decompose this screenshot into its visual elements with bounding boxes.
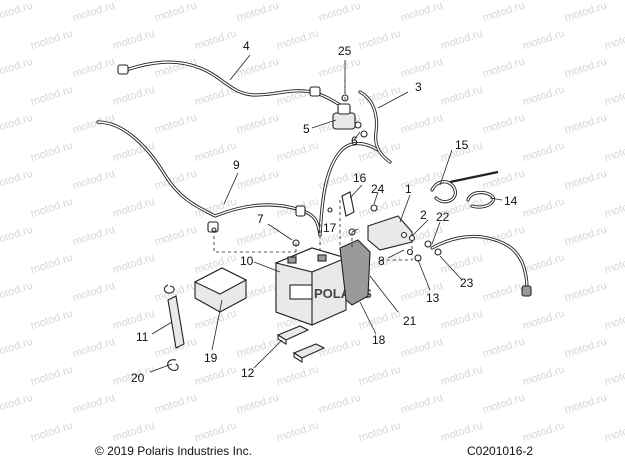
figure-code: C0201016-2 [467,444,534,458]
callout-25: 25 [338,44,352,58]
hold-down-strap [163,284,185,349]
callout-21: 21 [403,314,417,328]
harness-connector [117,64,129,75]
callout-14: 14 [504,194,518,208]
leader-lines [149,54,503,373]
ground-cable [424,234,532,297]
callout-1: 1 [405,182,412,196]
callout-2: 2 [420,208,427,222]
callout-17: 17 [323,221,337,235]
battery-cable [358,90,392,164]
wire-harness-main [96,120,380,237]
callout-19: 19 [204,351,218,365]
harness-connector [295,205,306,217]
callout-20: 20 [131,371,145,385]
wire-tie-14 [466,190,495,209]
starter-solenoid [332,94,368,138]
callout-11: 11 [136,330,149,344]
callout-10: 10 [240,254,254,268]
callout-9: 9 [233,158,240,172]
callout-15: 15 [455,138,469,152]
callout-7: 7 [257,212,264,226]
callout-18: 18 [372,333,386,347]
callout-3: 3 [415,80,422,94]
callout-12: 12 [241,366,255,380]
battery: POLARIS [274,247,372,326]
callout-23: 23 [460,276,474,290]
callout-16: 16 [353,171,367,185]
wire-tie-15 [430,170,499,204]
callout-22: 22 [436,210,450,224]
clip-20 [167,359,179,371]
callout-13: 13 [426,291,440,305]
callout-8: 8 [378,254,385,268]
wire-harness-upper [117,60,347,110]
callout-6: 6 [351,134,358,148]
battery-pad [193,267,248,313]
spacer-pads [276,325,326,363]
harness-connector [309,86,321,97]
copyright-notice: © 2019 Polaris Industries Inc. [95,444,252,458]
callout-4: 4 [243,39,250,53]
mount-bracket [327,191,378,236]
callout-5: 5 [303,122,310,136]
callout-24: 24 [371,182,385,196]
fastener-7 [211,227,300,247]
terminal-plate [367,215,422,262]
battery-cover [339,239,371,306]
